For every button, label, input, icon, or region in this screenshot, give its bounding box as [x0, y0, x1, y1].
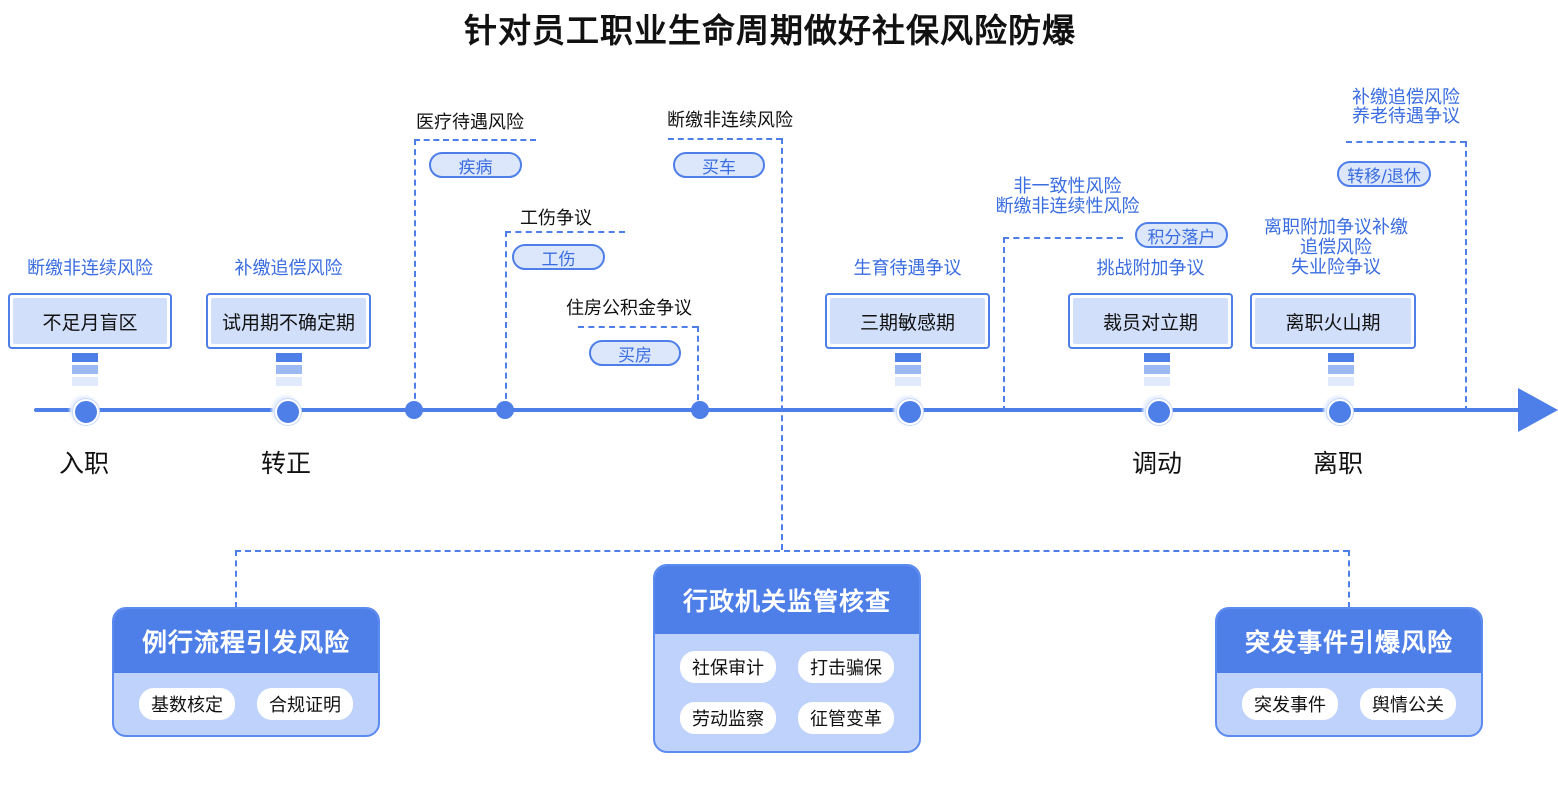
gradient-bars: [1328, 353, 1354, 389]
tag-illness: 疾病: [429, 152, 522, 178]
stage-box-three-periods: 三期敏感期: [825, 293, 990, 349]
stage-risk-label: 补缴追偿风险: [234, 258, 343, 279]
resign-risk-line: 离职附加争议补缴: [1264, 217, 1408, 238]
stage-risk-label: 断缴非连续风险: [27, 258, 153, 279]
node-resign: [1322, 394, 1354, 426]
card-title: 例行流程引发风险: [114, 609, 378, 673]
stage-label: 离职火山期: [1255, 298, 1411, 344]
card-routine-risk: 例行流程引发风险 基数核定 合规证明: [112, 607, 380, 737]
car-connector: [781, 138, 783, 550]
event-risk-settle-line: 断缴非连续性风险: [995, 196, 1140, 217]
tag-retire: 转移/退休: [1337, 161, 1431, 187]
stage-risk-label: 挑战附加争议: [1096, 258, 1205, 279]
chip-item: 基数核定: [139, 688, 235, 720]
timeline-arrow: [1518, 388, 1558, 432]
milestone-transfer: 调动: [1131, 449, 1182, 478]
gradient-bars: [276, 353, 302, 389]
card-title: 行政机关监管核查: [655, 566, 919, 634]
car-connector-top: [668, 138, 782, 140]
housing-connector: [697, 326, 699, 410]
stage-label: 三期敏感期: [830, 298, 985, 344]
stage-risk-label: 生育待遇争议: [853, 258, 962, 279]
illness-connector-top: [414, 139, 536, 141]
milestone-resign: 离职: [1312, 449, 1363, 478]
dot-illness: [405, 401, 423, 419]
node-transfer: [1141, 394, 1173, 426]
routine-card-connector: [235, 550, 237, 608]
event-risk-car: 断缴非连续风险: [667, 110, 793, 131]
dot-housing: [691, 401, 709, 419]
injury-connector-top: [505, 231, 625, 233]
chip-item: 合规证明: [257, 688, 353, 720]
stage-box-blind: 不足月盲区: [8, 293, 172, 349]
event-risk-injury: 工伤争议: [520, 208, 592, 229]
stage-box-resign: 离职火山期: [1250, 293, 1416, 349]
timeline-axis: [34, 408, 1524, 412]
stage-box-probation: 试用期不确定期: [206, 293, 371, 349]
milestone-entry: 入职: [58, 449, 109, 478]
event-risk-housing: 住房公积金争议: [566, 298, 692, 319]
retire-connector: [1465, 141, 1467, 412]
chip-item: 劳动监察: [680, 701, 776, 734]
resign-risk-line: 追偿风险: [1300, 237, 1372, 258]
stage-label: 不足月盲区: [13, 298, 167, 344]
chip-item: 打击骗保: [798, 651, 894, 684]
gradient-bars: [72, 353, 98, 389]
chip-item: 征管变革: [798, 701, 894, 734]
chip-item: 社保审计: [680, 651, 776, 684]
settle-connector: [1003, 237, 1005, 412]
event-risk-illness: 医疗待遇风险: [416, 112, 524, 133]
milestone-regular: 转正: [260, 449, 311, 478]
node-three-periods: [892, 394, 924, 426]
gradient-bars: [1144, 353, 1170, 389]
settle-connector-top: [1003, 237, 1123, 239]
tag-housing: 买房: [589, 340, 681, 366]
tag-settle: 积分落户: [1135, 222, 1228, 248]
resign-risk-line: 失业险争议: [1291, 257, 1381, 278]
chip-item: 舆情公关: [1360, 688, 1456, 720]
illness-connector: [414, 139, 416, 409]
stage-box-layoff: 裁员对立期: [1068, 293, 1233, 349]
card-title: 突发事件引爆风险: [1217, 609, 1481, 673]
event-risk-retire-line: 养老待遇争议: [1352, 106, 1460, 127]
tag-car: 买车: [673, 152, 765, 178]
injury-connector: [505, 231, 507, 409]
sudden-card-connector: [1348, 550, 1350, 608]
gradient-bars: [895, 353, 921, 389]
card-sudden-risk: 突发事件引爆风险 突发事件 舆情公关: [1215, 607, 1483, 737]
card-admin-audit: 行政机关监管核查 社保审计 打击骗保 劳动监察 征管变革: [653, 564, 921, 753]
node-regular: [270, 394, 302, 426]
event-risk-retire-line: 补缴追偿风险: [1352, 87, 1460, 108]
cards-connector: [235, 550, 1349, 552]
event-risk-settle-line: 非一致性风险: [1013, 176, 1122, 197]
tag-injury: 工伤: [512, 244, 605, 270]
retire-connector-top: [1346, 141, 1466, 143]
dot-injury: [496, 401, 514, 419]
stage-label: 试用期不确定期: [211, 298, 366, 344]
housing-connector-top: [578, 326, 698, 328]
stage-label: 裁员对立期: [1073, 298, 1228, 344]
node-entry: [68, 394, 100, 426]
chip-item: 突发事件: [1242, 688, 1338, 720]
page-title: 针对员工职业生命周期做好社保风险防爆: [464, 11, 1076, 50]
